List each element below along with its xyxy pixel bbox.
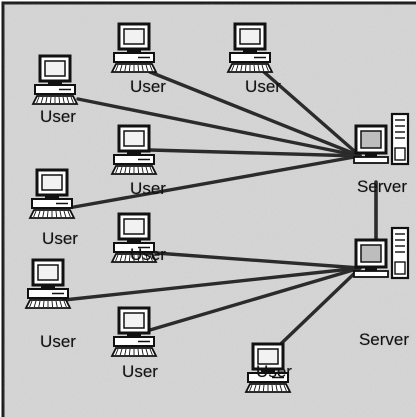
user-label: User bbox=[130, 245, 166, 264]
computer-icon bbox=[28, 168, 76, 219]
user-label: User bbox=[245, 77, 281, 96]
user-server-link bbox=[148, 148, 362, 158]
server-icon bbox=[353, 226, 410, 280]
user-label: User bbox=[256, 362, 292, 381]
connection-lines bbox=[62, 70, 378, 362]
user-label: User bbox=[122, 362, 158, 381]
user-label: User bbox=[130, 77, 166, 96]
computer-icon bbox=[110, 212, 158, 263]
user-server-link bbox=[148, 266, 362, 332]
computer-icon bbox=[110, 124, 158, 175]
user-server-link bbox=[72, 154, 362, 209]
server-icon bbox=[353, 112, 410, 166]
user-label: User bbox=[42, 229, 78, 248]
user-server-link bbox=[154, 251, 362, 270]
user-server-link bbox=[148, 70, 362, 158]
server-label: Server bbox=[356, 177, 408, 196]
user-label: User bbox=[130, 179, 166, 198]
computer-icon bbox=[226, 22, 274, 73]
panel-texture bbox=[3, 3, 416, 417]
computer-icon bbox=[24, 258, 72, 309]
user-label: User bbox=[40, 332, 76, 351]
user-server-link bbox=[262, 70, 362, 158]
computer-icon bbox=[31, 54, 79, 105]
server-label: Server bbox=[358, 330, 410, 349]
computer-icon bbox=[110, 306, 158, 357]
computer-icon bbox=[244, 342, 292, 393]
user-server-link bbox=[62, 266, 362, 302]
devices bbox=[24, 22, 410, 393]
user-label: User bbox=[40, 107, 76, 126]
user-server-link bbox=[76, 97, 362, 158]
computer-icon bbox=[110, 22, 158, 73]
